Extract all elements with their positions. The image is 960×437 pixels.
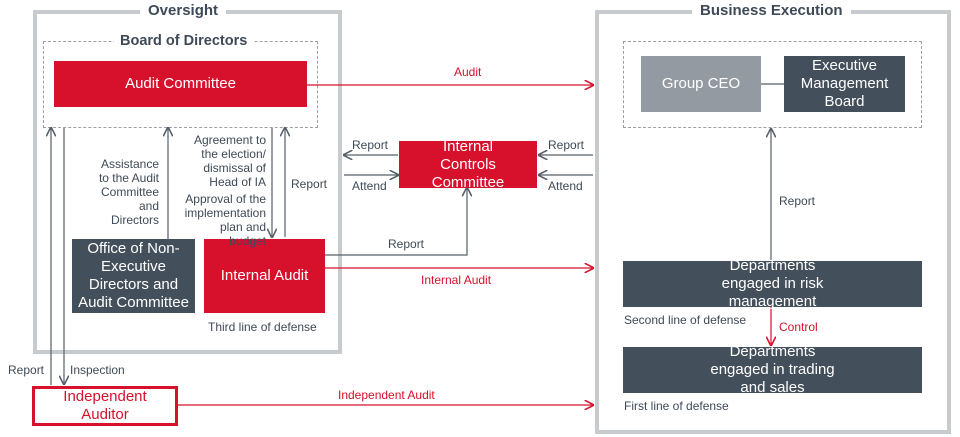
business-execution-title: Business Execution xyxy=(692,2,851,19)
trading-sales-departments-box: Departments engaged in trading and sales xyxy=(623,343,922,396)
icc-left-report-label: Report xyxy=(352,138,389,152)
group-ceo-box: Group CEO xyxy=(641,56,761,112)
internal-controls-committee-box: Internal Controls Committee xyxy=(399,138,537,191)
oversight-title: Oversight xyxy=(140,2,227,19)
executive-group xyxy=(623,41,922,128)
internal-audit-report-label: Report xyxy=(388,237,425,251)
icc-right-attend-label: Attend xyxy=(548,179,583,193)
internal-audit-report-up-label: Report xyxy=(291,177,328,191)
risk-report-label: Report xyxy=(779,194,816,208)
risk-management-departments-box: Departments engaged in risk management xyxy=(623,257,922,310)
internal-audit-box: Internal Audit xyxy=(204,239,325,313)
internal-audit-flow-label: Internal Audit xyxy=(421,273,492,287)
executive-management-board-box: Executive Management Board xyxy=(784,56,905,112)
control-label: Control xyxy=(779,320,818,334)
approval-label: Approval of the implementation plan and … xyxy=(184,192,266,248)
third-line-label: Third line of defense xyxy=(208,320,317,334)
auditor-inspection-label: Inspection xyxy=(70,363,125,377)
icc-left-attend-label: Attend xyxy=(352,179,387,193)
office-of-non-executive-directors-box: Office of Non-Executive Directors and Au… xyxy=(72,239,195,313)
audit-committee-box: Audit Committee xyxy=(54,61,307,107)
board-of-directors-title: Board of Directors xyxy=(114,33,254,49)
second-line-label: Second line of defense xyxy=(624,313,747,327)
first-line-label: First line of defense xyxy=(624,399,729,413)
independent-auditor-box: Independent Auditor xyxy=(32,386,178,426)
agreement-label: Agreement to the election/ dismissal of … xyxy=(193,133,266,189)
audit-flow-label: Audit xyxy=(454,65,482,79)
auditor-report-label: Report xyxy=(8,363,45,377)
assistance-label: Assistance to the Audit Committee and Di… xyxy=(98,157,159,227)
icc-right-report-label: Report xyxy=(548,138,585,152)
independent-audit-flow-label: Independent Audit xyxy=(338,388,435,402)
